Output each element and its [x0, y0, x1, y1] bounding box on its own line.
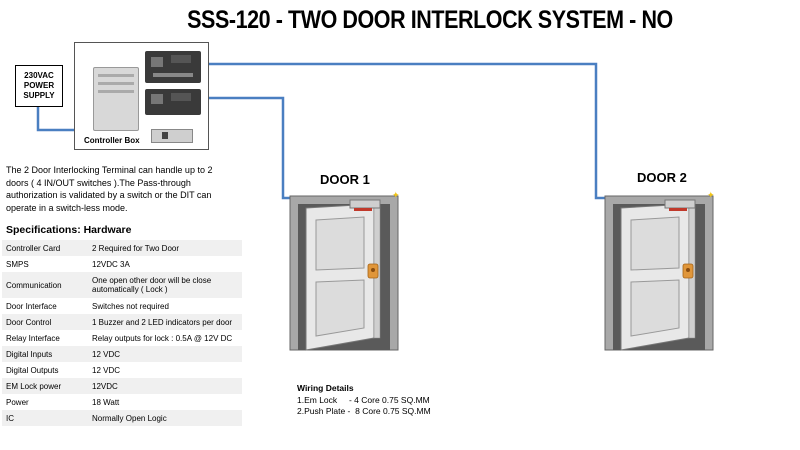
controller-card-top: [145, 51, 201, 83]
relay-module: [151, 129, 193, 143]
em-lock-icon: [664, 199, 696, 209]
spec-value: 1 Buzzer and 2 LED indicators per door: [88, 314, 242, 330]
door2-illustration: ✦: [604, 191, 715, 351]
spec-label: Door Control: [2, 314, 88, 330]
spec-value: 12VDC 3A: [88, 256, 242, 272]
em-lock-icon: [349, 199, 381, 209]
door1-label: DOOR 1: [320, 172, 370, 187]
spec-label: Door Interface: [2, 298, 88, 314]
door1-illustration: ✦: [289, 191, 400, 351]
lock-indicator: [669, 208, 687, 211]
sparkle-icon: ✦: [707, 191, 715, 201]
door-lower-inset: [630, 279, 680, 337]
specifications-heading: Specifications: Hardware: [6, 224, 132, 236]
spec-value: 12VDC: [88, 378, 242, 394]
door2-label: DOOR 2: [637, 170, 687, 185]
spec-value: Normally Open Logic: [88, 410, 242, 426]
spec-value: 2 Required for Two Door: [88, 240, 242, 256]
controller-card-bottom: [145, 89, 201, 115]
spec-label: Digital Outputs: [2, 362, 88, 378]
spec-label: Relay Interface: [2, 330, 88, 346]
spec-label: Controller Card: [2, 240, 88, 256]
lock-indicator: [354, 208, 372, 211]
door-upper-inset: [315, 216, 365, 271]
spec-value: Relay outputs for lock : 0.5A @ 12V DC: [88, 330, 242, 346]
power-wire: [36, 106, 74, 132]
wiring-details-title: Wiring Details: [297, 383, 354, 393]
wiring-line-push-plate: 2.Push Plate - 8 Core 0.75 SQ.MM: [297, 406, 431, 416]
power-supply-line1: 230VAC: [24, 71, 54, 80]
wiring-line-em-lock: 1.Em Lock - 4 Core 0.75 SQ.MM: [297, 394, 430, 405]
sparkle-icon: ✦: [392, 191, 400, 201]
controller-box: [74, 42, 209, 150]
spec-value: Switches not required: [88, 298, 242, 314]
door2-wire: [207, 62, 668, 200]
power-supply-box: 230VAC POWER SUPPLY: [15, 65, 63, 107]
spec-value: 12 VDC: [88, 346, 242, 362]
spec-value: One open other door will be close automa…: [88, 272, 242, 298]
system-description: The 2 Door Interlocking Terminal can han…: [6, 165, 213, 213]
spec-label: Power: [2, 394, 88, 410]
door-lower-inset: [315, 279, 365, 337]
controller-box-label: Controller Box: [84, 136, 140, 145]
smps-unit: [93, 67, 139, 131]
power-supply-line2: POWER: [23, 81, 55, 90]
spec-value: 12 VDC: [88, 362, 242, 378]
spec-label: SMPS: [2, 256, 88, 272]
door-upper-inset: [630, 216, 680, 271]
spec-value: 18 Watt: [88, 394, 242, 410]
power-supply-line3: SUPPLY: [23, 91, 55, 100]
spec-label: Digital Inputs: [2, 346, 88, 362]
spec-label: Communication: [2, 272, 88, 298]
diagram-title: SSS-120 - TWO DOOR INTERLOCK SYSTEM - NO: [187, 6, 673, 34]
wiring-details: Wiring Details 1.Em Lock - 4 Core 0.75 S…: [297, 383, 431, 418]
spec-label: EM Lock power: [2, 378, 88, 394]
spec-label: IC: [2, 410, 88, 426]
